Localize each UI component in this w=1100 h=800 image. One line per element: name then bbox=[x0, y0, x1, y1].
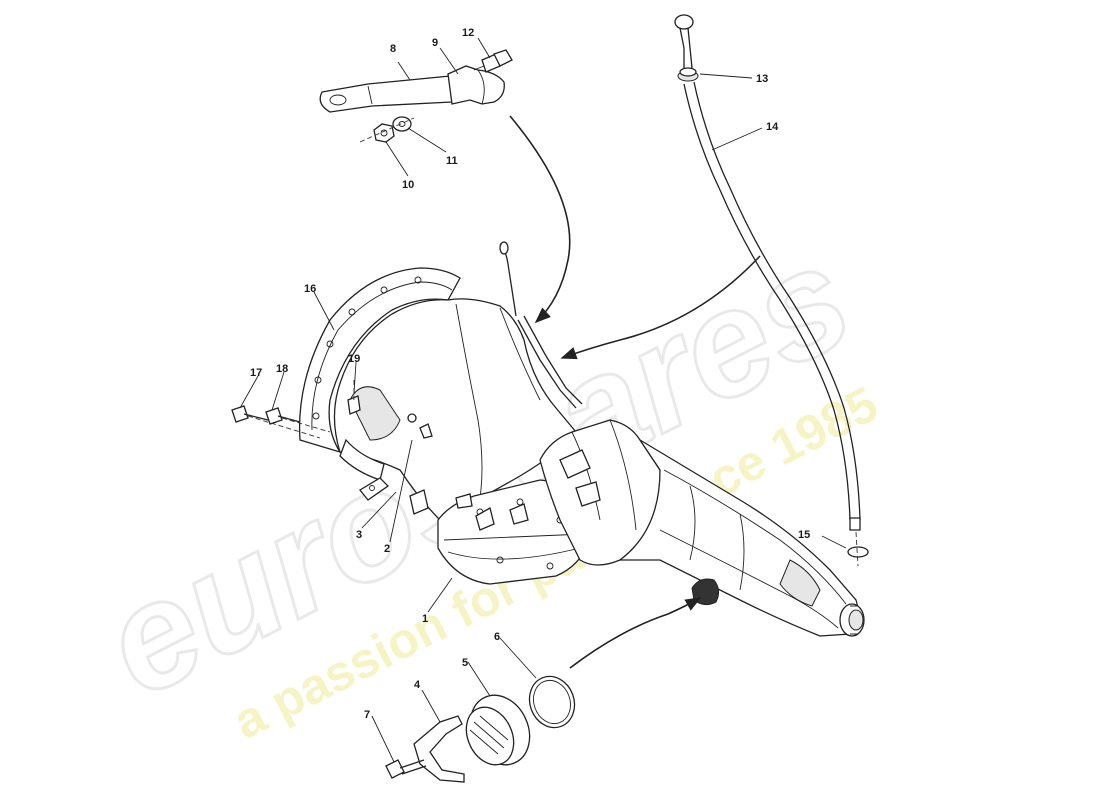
callout-1: 1 bbox=[422, 613, 428, 625]
bracket-assembly bbox=[319, 49, 513, 143]
callout-15: 15 bbox=[798, 529, 810, 541]
callout-19: 19 bbox=[348, 353, 360, 365]
stud-part-2 bbox=[407, 413, 433, 439]
callout-18: 18 bbox=[276, 363, 288, 375]
callout-9: 9 bbox=[432, 37, 438, 49]
transmission-housing bbox=[298, 241, 865, 637]
nut-part-10 bbox=[373, 123, 395, 143]
callout-labels: 1 2 3 4 5 6 7 8 9 10 11 12 13 14 15 16 1… bbox=[250, 27, 810, 721]
arrow-cover-to-aperture bbox=[569, 597, 702, 669]
bolt-part-12 bbox=[473, 49, 513, 73]
clip-part-9 bbox=[447, 65, 505, 105]
callout-13: 13 bbox=[756, 73, 768, 85]
bolt-part-17 bbox=[231, 405, 269, 423]
assembly-arrows bbox=[509, 115, 761, 669]
washer-part-11 bbox=[392, 116, 412, 132]
grommet-part-13 bbox=[677, 67, 699, 82]
tube-part-14-inner bbox=[693, 81, 861, 521]
arrow-tube-to-case bbox=[560, 255, 761, 360]
bellhousing-flange-part-16 bbox=[298, 267, 461, 454]
callout-7: 7 bbox=[364, 709, 370, 721]
output-shaft bbox=[839, 603, 865, 637]
callout-4: 4 bbox=[414, 679, 421, 691]
cap-part-5 bbox=[465, 694, 531, 766]
dipstick-assembly bbox=[674, 14, 869, 567]
callout-8: 8 bbox=[390, 43, 396, 55]
oring-part-6 bbox=[528, 675, 576, 729]
callout-16: 16 bbox=[304, 283, 316, 295]
arrow-bracket-to-case bbox=[509, 115, 571, 324]
callout-3: 3 bbox=[356, 529, 362, 541]
dipstick-handle bbox=[674, 14, 694, 49]
fork-bracket-part-4 bbox=[413, 715, 465, 783]
callout-14: 14 bbox=[766, 121, 779, 133]
bracket-part-8 bbox=[319, 71, 471, 113]
leader-lines bbox=[239, 37, 847, 763]
callout-11: 11 bbox=[446, 155, 458, 167]
flange-bolt-holes bbox=[312, 276, 422, 420]
oring-part-15 bbox=[847, 546, 869, 558]
callout-2: 2 bbox=[384, 543, 390, 555]
callout-5: 5 bbox=[462, 657, 468, 669]
small-fasteners bbox=[231, 380, 433, 501]
bracket-hole bbox=[329, 94, 347, 106]
callout-10: 10 bbox=[402, 179, 414, 191]
tube-part-14-outer bbox=[683, 83, 851, 521]
callout-12: 12 bbox=[462, 27, 474, 39]
callout-6: 6 bbox=[494, 631, 500, 643]
bolt-part-18 bbox=[265, 407, 301, 425]
bracket-part-3 bbox=[359, 477, 390, 501]
callout-17: 17 bbox=[250, 367, 262, 379]
